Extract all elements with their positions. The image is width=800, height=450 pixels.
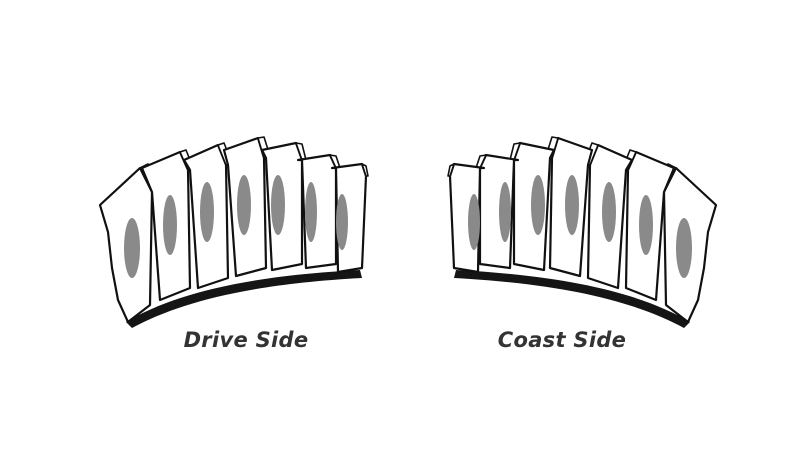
right-tooth [509, 141, 556, 272]
left-contact-pattern [237, 175, 251, 235]
right-contact-pattern [531, 175, 545, 235]
left-tooth-face [296, 153, 338, 270]
left-contact-pattern [271, 175, 285, 235]
right-shadow [454, 270, 690, 328]
drive-side-caption: Drive Side [183, 328, 309, 352]
left-contact-pattern [305, 182, 317, 242]
right-contact-pattern [639, 195, 653, 255]
right-tooth [545, 136, 594, 278]
right-contact-pattern [565, 175, 579, 235]
coast-side-gear-teeth [447, 136, 718, 328]
right-tooth [583, 142, 634, 290]
right-tooth-face [478, 153, 520, 270]
right-tooth [475, 153, 520, 270]
left-contact-pattern [163, 195, 177, 255]
right-contact-pattern [602, 182, 616, 242]
right-tooth [657, 163, 718, 324]
right-tooth [621, 149, 676, 302]
left-tooth [182, 142, 233, 290]
right-tooth-edge [447, 163, 455, 177]
right-tooth [447, 162, 486, 274]
drive-side-gear-teeth [98, 136, 369, 328]
left-tooth [260, 141, 307, 272]
left-contact-pattern [124, 218, 140, 278]
right-contact-pattern [676, 218, 692, 278]
coast-side-caption: Coast Side [497, 328, 627, 352]
left-tooth [330, 162, 369, 274]
left-shadow [126, 270, 362, 328]
left-tooth-edge [361, 163, 369, 177]
left-tooth [98, 163, 159, 324]
right-contact-pattern [499, 182, 511, 242]
left-tooth [222, 136, 271, 278]
right-contact-pattern [468, 194, 480, 250]
left-contact-pattern [200, 182, 214, 242]
left-contact-pattern [336, 194, 348, 250]
left-tooth [296, 153, 341, 270]
